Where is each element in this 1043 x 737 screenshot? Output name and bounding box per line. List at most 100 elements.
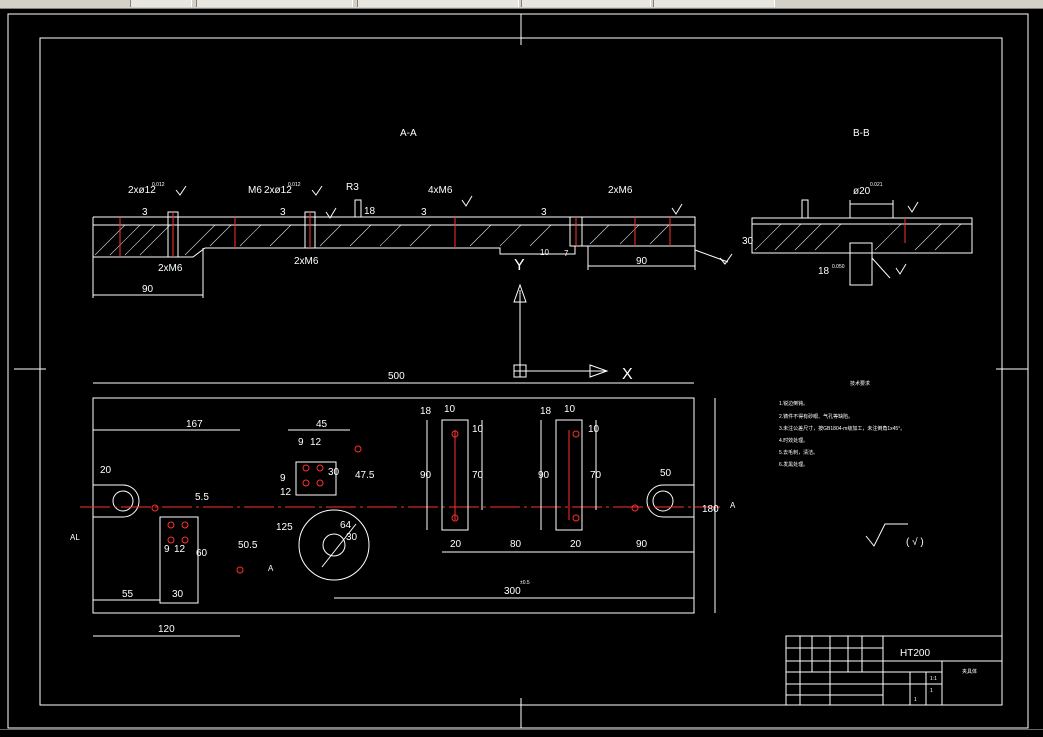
- dim-20-a: 20: [100, 465, 112, 476]
- dim-300-tol: ±0.5: [520, 580, 530, 586]
- callout-18: 18: [818, 266, 830, 277]
- dim-120: 120: [158, 624, 175, 635]
- title-block: HT200 夹具体 1:1 1 1: [785, 635, 1003, 706]
- section-aa-profile: [92, 199, 696, 258]
- dim-5-5: 5.5: [195, 492, 209, 503]
- dim-90-a: 90: [420, 470, 432, 481]
- dim-500: 500: [388, 371, 405, 382]
- dim-64: 64: [340, 520, 352, 531]
- tol-0012-b: 0.012: [288, 182, 301, 188]
- dim-180: 180: [702, 504, 719, 515]
- dim-10-a: 10: [444, 404, 456, 415]
- dim-50: 50: [660, 468, 672, 479]
- notes-line-3: 3.未注公差尺寸，按GB1804-m级加工，未注倒角1x45°。: [779, 425, 905, 432]
- dim-167: 167: [186, 419, 203, 430]
- toolbar-field-2[interactable]: [196, 0, 353, 7]
- dim-300: 300: [504, 586, 521, 597]
- status-strip: [0, 729, 1043, 737]
- title-scale: 1:1: [930, 676, 937, 682]
- dim-30-a: 30: [172, 589, 184, 600]
- dim-10: 10: [540, 248, 549, 257]
- title-part-name: 夹具体: [962, 668, 977, 675]
- notes-line-4: 4.时效处理。: [779, 437, 808, 444]
- title-sheet: 1: [930, 688, 933, 694]
- dim-70-b: 70: [590, 470, 602, 481]
- dim-45: 45: [316, 419, 328, 430]
- tol-0021: 0.021: [870, 182, 883, 188]
- dim-12-a: 12: [310, 437, 322, 448]
- dim-90-left: 90: [142, 284, 154, 295]
- roughness-symbol: ( √ ): [865, 523, 924, 548]
- dim-7: 7: [564, 249, 569, 258]
- callout-2xphi12-a: 2xø12: [128, 185, 156, 196]
- dim-9-c: 9: [164, 544, 170, 555]
- ucs-axes: Y X: [513, 257, 633, 383]
- dim-90-b: 90: [538, 470, 550, 481]
- callout-4xm6: 4xM6: [428, 185, 453, 196]
- technical-notes: 技术要求 1.锐边倒钝。 2.铸件不得有砂眼、气孔等缺陷。 3.未注公差尺寸，按…: [779, 380, 905, 468]
- dim-9-a: 9: [298, 437, 304, 448]
- dim-10-d: 10: [588, 424, 600, 435]
- section-label-al: AL: [70, 533, 80, 542]
- dim-18-b: 18: [540, 406, 552, 417]
- dim-9-b: 9: [280, 473, 286, 484]
- dim-50-5: 50.5: [238, 540, 258, 551]
- dim-30-bb: 30: [742, 236, 754, 247]
- section-aa-dimensions: 90 3 3 3 3 18 10 7 90 2xø12 0.012 M6 2xø…: [92, 182, 733, 298]
- dim-80: 80: [510, 539, 522, 550]
- dim-3-c: 3: [421, 207, 427, 218]
- dim-60: 60: [196, 548, 208, 559]
- sheet-border: [7, 13, 1029, 729]
- section-label-a: A: [730, 501, 736, 510]
- axis-label-x: X: [622, 366, 633, 383]
- dim-90-c: 90: [636, 539, 648, 550]
- title-material: HT200: [900, 648, 930, 659]
- view-label-aa: A-A: [400, 128, 417, 139]
- cad-toolbar-strip: [0, 0, 1043, 9]
- notes-line-5: 5.去毛刺，清洁。: [779, 449, 818, 456]
- notes-line-1: 1.锐边倒钝。: [779, 400, 808, 407]
- view-label-bb: B-B: [853, 128, 870, 139]
- dim-10-c: 10: [564, 404, 576, 415]
- dim-18-a: 18: [420, 406, 432, 417]
- dim-30-b: 30: [328, 467, 340, 478]
- plan-view-outline: [80, 397, 720, 614]
- dim-12-c: 12: [174, 544, 186, 555]
- dim-30-c: 30: [346, 532, 358, 543]
- dim-20-c: 20: [570, 539, 582, 550]
- callout-phi20: ø20: [853, 186, 871, 197]
- section-bb-profile: ø20 0.021 30 18 0.050: [742, 182, 973, 286]
- dim-47-5: 47.5: [355, 470, 375, 481]
- dim-10-b: 10: [472, 424, 484, 435]
- axis-label-y: Y: [514, 257, 525, 274]
- dim-18: 18: [364, 206, 376, 217]
- dim-3-a: 3: [142, 207, 148, 218]
- callout-2xm6-b: 2xM6: [158, 263, 183, 274]
- dim-55: 55: [122, 589, 134, 600]
- toolbar-field-3[interactable]: [357, 0, 519, 7]
- notes-line-2: 2.铸件不得有砂眼、气孔等缺陷。: [779, 413, 853, 420]
- callout-2xm6-c: 2xM6: [294, 256, 319, 267]
- dim-70-a: 70: [472, 470, 484, 481]
- section-label-a-mark: A: [268, 564, 274, 573]
- callout-m6: M6: [248, 185, 262, 196]
- plan-view-dimensions: 500 167 45 20 55 30 120 9 12 9 12 9 12 3…: [70, 371, 736, 637]
- notes-title: 技术要求: [850, 380, 870, 387]
- dim-3-d: 3: [541, 207, 547, 218]
- tol-0012-a: 0.012: [152, 182, 165, 188]
- callout-2xm6-a: 2xM6: [608, 185, 633, 196]
- dim-20-b: 20: [450, 539, 462, 550]
- callout-2xphi12-b: 2xø12: [264, 185, 292, 196]
- notes-line-6: 6.发黑处理。: [779, 461, 808, 468]
- toolbar-field-4[interactable]: [521, 0, 651, 7]
- dim-3-b: 3: [280, 207, 286, 218]
- tol-0050: 0.050: [832, 264, 845, 270]
- toolbar-field-5[interactable]: [653, 0, 775, 7]
- dim-125: 125: [276, 522, 293, 533]
- dim-12-b: 12: [280, 487, 292, 498]
- roughness-paren: ( √ ): [906, 536, 924, 548]
- toolbar-field-1[interactable]: [130, 0, 192, 7]
- callout-r3: R3: [346, 182, 359, 193]
- title-count: 1: [914, 697, 917, 703]
